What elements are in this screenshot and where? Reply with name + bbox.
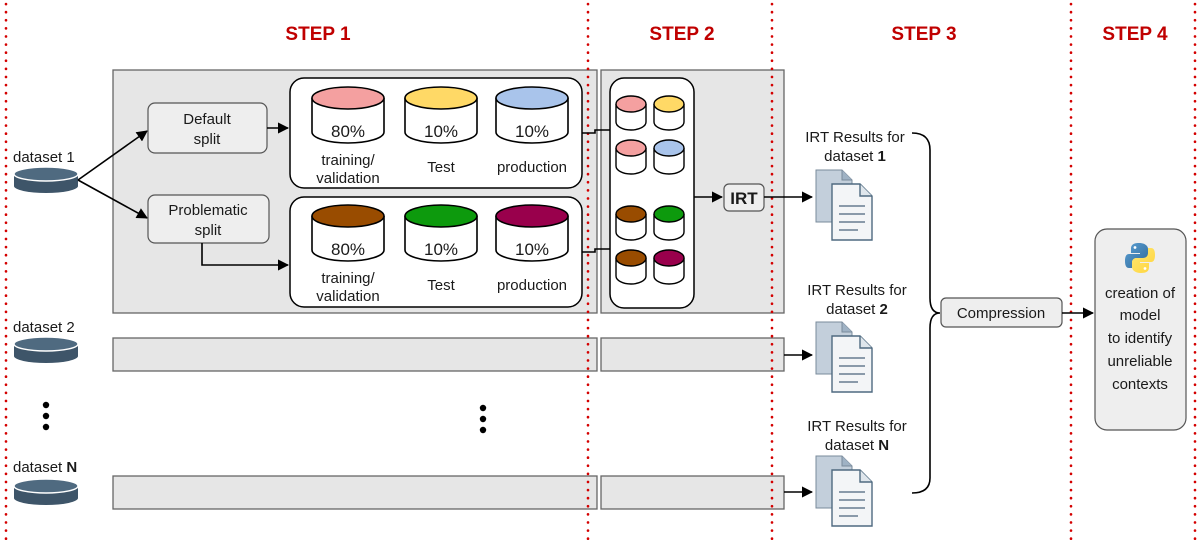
svg-text:model: model xyxy=(1120,307,1161,324)
step-1-header: STEP 1 xyxy=(285,24,351,45)
default-split-box: Default split xyxy=(147,102,268,154)
database-icon xyxy=(13,478,79,505)
results-n-title: IRT Results for xyxy=(807,418,906,435)
dataset2-step1-bar xyxy=(112,337,598,372)
svg-text:Compression: Compression xyxy=(957,305,1045,322)
test-cylinder xyxy=(404,86,478,144)
mini-cylinder-pair-problematic xyxy=(615,205,685,285)
production-label: production xyxy=(497,277,567,294)
test-label: Test xyxy=(427,159,455,176)
irt-box: IRT xyxy=(723,183,765,212)
training-label: training/ xyxy=(321,152,375,169)
compression-box: Compression xyxy=(940,297,1063,328)
step-3-header: STEP 3 xyxy=(891,24,956,45)
connector-problematic-to-step2 xyxy=(582,248,612,253)
ellipsis-icon xyxy=(42,401,50,431)
test-label: Test xyxy=(427,277,455,294)
production-pct: 10% xyxy=(515,240,549,259)
dataset2-step2-bar xyxy=(600,337,785,372)
arrow-problematic-to-cylinders xyxy=(201,243,290,271)
step-2-header: STEP 2 xyxy=(649,24,714,45)
svg-text:unreliable: unreliable xyxy=(1107,353,1172,370)
svg-text:creation of: creation of xyxy=(1105,285,1176,302)
training-cylinder xyxy=(311,204,385,262)
dataset-2-label: dataset 2 xyxy=(13,319,75,336)
results-1-dataset: dataset 1 xyxy=(824,148,886,165)
production-pct: 10% xyxy=(515,122,549,141)
connector-default-to-step2 xyxy=(582,129,612,134)
svg-text:to identify: to identify xyxy=(1108,330,1173,347)
mini-cylinder-pair-default xyxy=(615,95,685,175)
arrow-dataset1-problematic xyxy=(77,179,148,219)
svg-text:contexts: contexts xyxy=(1112,376,1168,393)
test-cylinder xyxy=(404,204,478,262)
training-pct: 80% xyxy=(331,240,365,259)
python-icon xyxy=(1125,243,1155,273)
model-creation-box: creation of model to identify unreliable… xyxy=(1094,228,1187,431)
datasetN-step1-bar xyxy=(112,475,598,510)
production-label: production xyxy=(497,159,567,176)
validation-label: validation xyxy=(316,170,379,187)
step-4-header: STEP 4 xyxy=(1102,24,1168,45)
database-icon xyxy=(13,166,79,193)
svg-text:split: split xyxy=(195,222,223,239)
test-pct: 10% xyxy=(424,122,458,141)
training-label: training/ xyxy=(321,270,375,287)
documents-icon xyxy=(815,169,873,241)
test-pct: 10% xyxy=(424,240,458,259)
production-cylinder xyxy=(495,86,569,144)
validation-label: validation xyxy=(316,288,379,305)
svg-text:IRT: IRT xyxy=(730,189,758,208)
documents-icon xyxy=(815,321,873,393)
arrow-dataset1-default xyxy=(77,130,148,181)
results-1-title: IRT Results for xyxy=(805,129,904,146)
dataset-n-label: dataset N xyxy=(13,459,77,476)
production-cylinder xyxy=(495,204,569,262)
database-icon xyxy=(13,336,79,363)
results-n-dataset: dataset N xyxy=(825,437,889,454)
documents-icon xyxy=(815,455,873,527)
datasetN-step2-bar xyxy=(600,475,785,510)
ellipsis-icon xyxy=(479,404,487,434)
results-2-title: IRT Results for xyxy=(807,282,906,299)
results-2-dataset: dataset 2 xyxy=(826,301,888,318)
svg-text:split: split xyxy=(194,131,222,148)
dataset-1-label: dataset 1 xyxy=(13,149,75,166)
svg-text:Default: Default xyxy=(183,111,231,128)
training-pct: 80% xyxy=(331,122,365,141)
training-cylinder xyxy=(311,86,385,144)
problematic-split-box: Problematic split xyxy=(147,194,270,244)
svg-text:Problematic: Problematic xyxy=(168,202,248,219)
grouping-brace xyxy=(911,132,941,494)
